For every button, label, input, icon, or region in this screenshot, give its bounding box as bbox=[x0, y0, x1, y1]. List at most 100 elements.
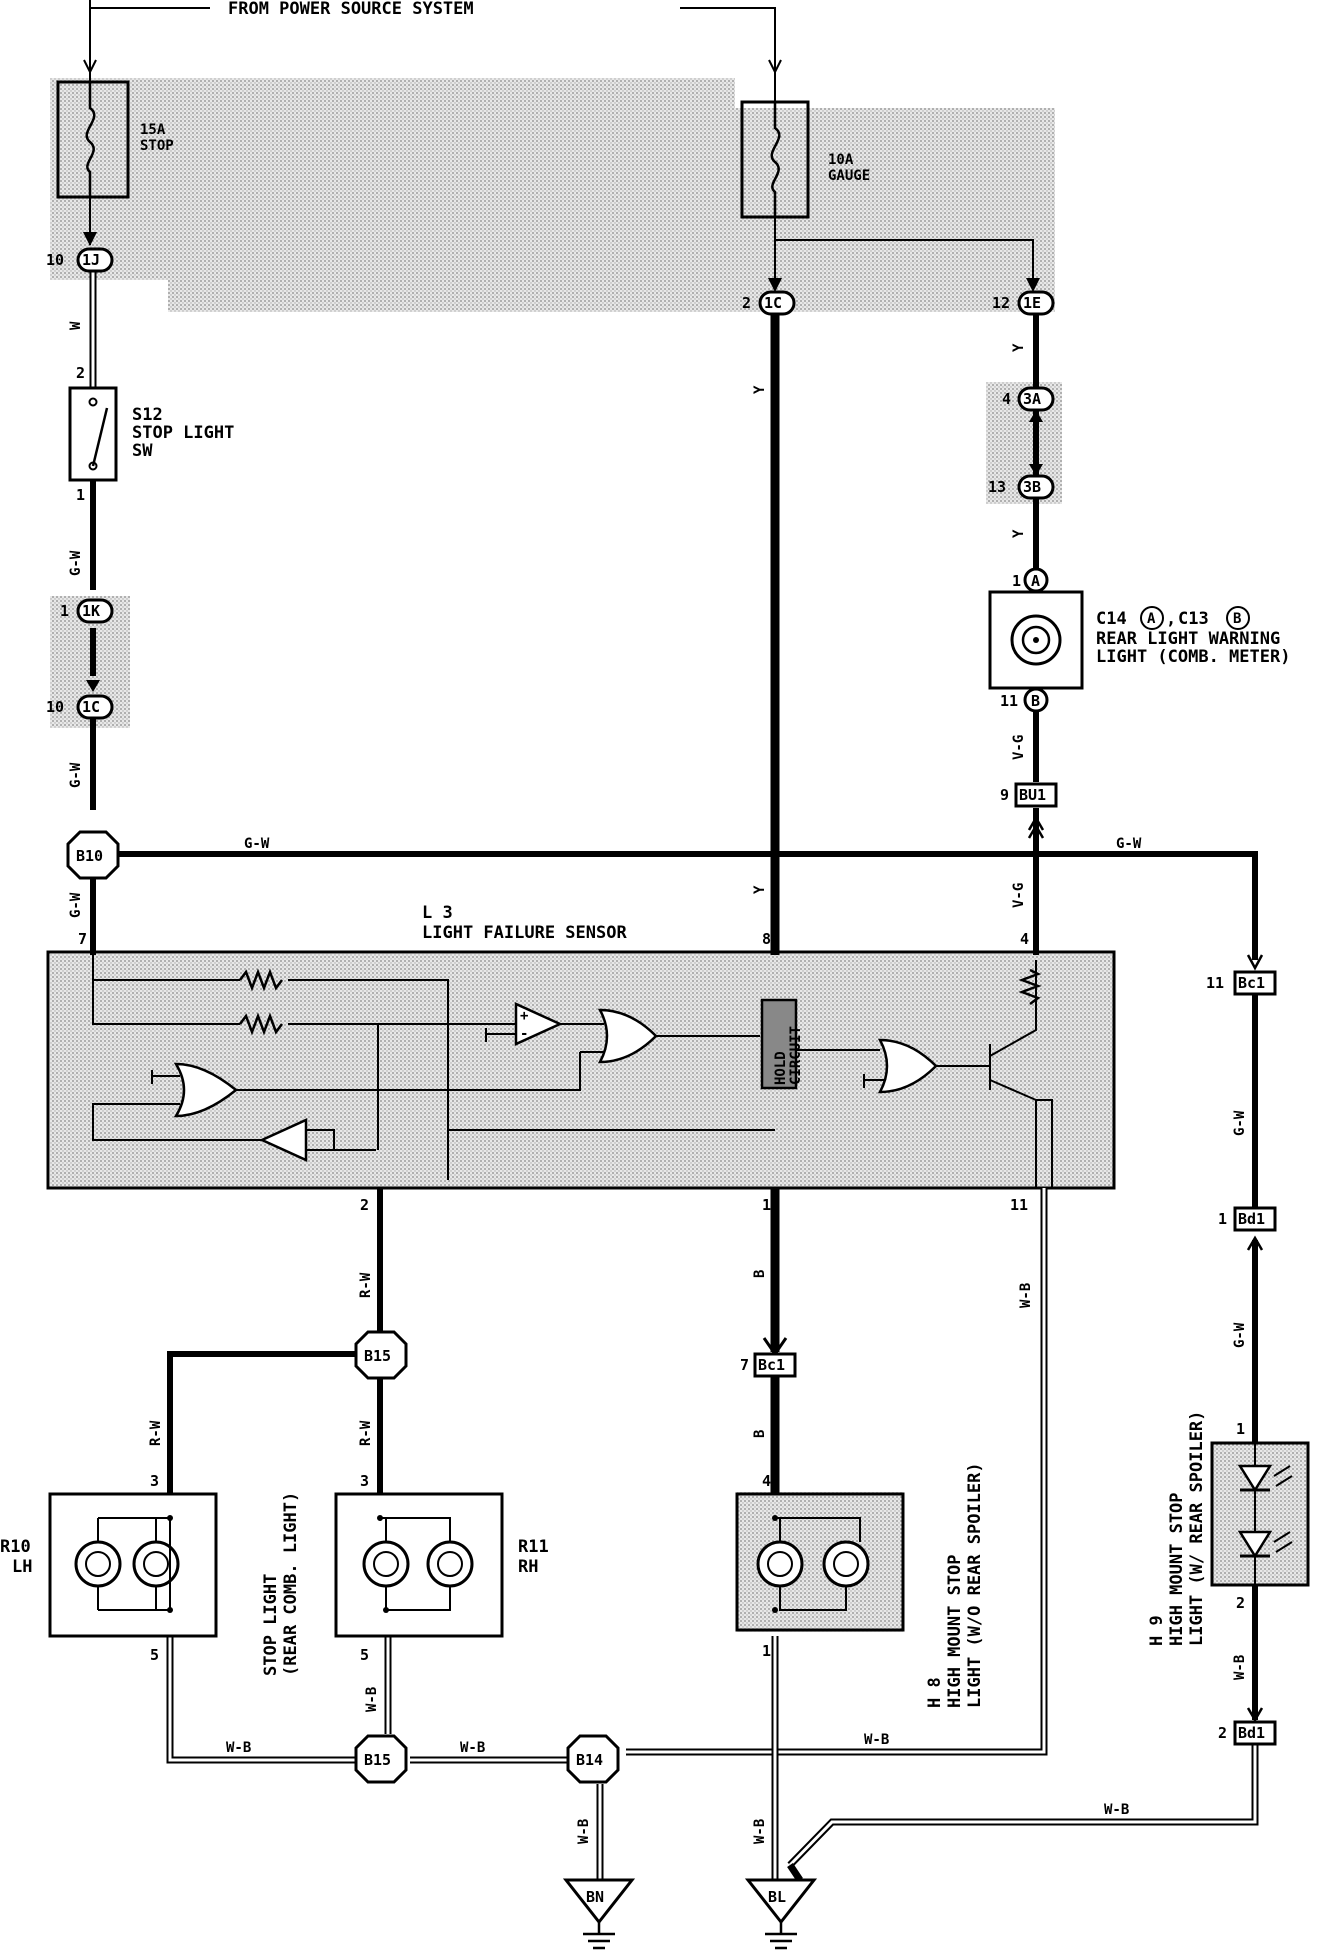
wire-color-wb-3: W-B bbox=[1104, 1802, 1129, 1818]
svg-text:1C: 1C bbox=[82, 698, 100, 716]
wire-color-y-right-2: Y bbox=[1011, 529, 1027, 538]
svg-text:B14: B14 bbox=[576, 1751, 603, 1769]
wire-color-gw-right-1: G-W bbox=[1232, 1110, 1248, 1136]
svg-text:HIGH MOUNT STOP: HIGH MOUNT STOP bbox=[1167, 1492, 1187, 1646]
svg-text:8: 8 bbox=[762, 930, 771, 948]
svg-text:2: 2 bbox=[76, 364, 85, 382]
svg-text:S12: S12 bbox=[132, 405, 163, 425]
svg-text:7: 7 bbox=[78, 930, 87, 948]
high-mount-stop-light-h9: 1 2 H 9 HIGH MOUNT STOP LIGHT (W/ REAR S… bbox=[1147, 1411, 1310, 1646]
svg-text:9: 9 bbox=[1000, 786, 1009, 804]
svg-text:3: 3 bbox=[360, 1472, 369, 1490]
svg-text:C13: C13 bbox=[1178, 609, 1209, 629]
svg-text:4: 4 bbox=[762, 1472, 771, 1490]
wire-color-wb-2: W-B bbox=[1232, 1655, 1248, 1680]
ground-bn: BN bbox=[562, 1878, 636, 1950]
svg-text:R11: R11 bbox=[518, 1537, 549, 1557]
connector-3a: 3A 4 bbox=[1002, 386, 1055, 412]
right-column-wiring bbox=[1027, 314, 1045, 955]
svg-text:B15: B15 bbox=[364, 1347, 391, 1365]
svg-text:3B: 3B bbox=[1023, 478, 1041, 496]
stop-light-label: STOP LIGHT (REAR COMB. LIGHT) bbox=[261, 1492, 301, 1676]
svg-text:A: A bbox=[1031, 572, 1040, 590]
wire-color-wb-4: W-B bbox=[864, 1732, 889, 1748]
connector-1e: 1E 12 bbox=[992, 290, 1055, 316]
wire-color-gw-horiz-right: G-W bbox=[1116, 836, 1142, 852]
svg-text:-: - bbox=[520, 1026, 528, 1042]
wire-color-vg-2: V-G bbox=[1011, 883, 1027, 908]
svg-text:C14: C14 bbox=[1096, 609, 1127, 629]
wire-color-gw-1: G-W bbox=[68, 550, 84, 576]
svg-text:1: 1 bbox=[1218, 1210, 1227, 1228]
svg-text:LIGHT (W/ REAR SPOILER): LIGHT (W/ REAR SPOILER) bbox=[1187, 1411, 1207, 1646]
svg-text:11: 11 bbox=[1206, 974, 1224, 992]
svg-text:BN: BN bbox=[586, 1888, 604, 1906]
junction-b15-top: B15 bbox=[354, 1330, 408, 1380]
wire-color-rw-2: R-W bbox=[148, 1420, 164, 1446]
wire-color-wb-7: W-B bbox=[364, 1687, 380, 1712]
svg-text:BU1: BU1 bbox=[1019, 786, 1046, 804]
wire-color-rw-3: R-W bbox=[358, 1420, 374, 1446]
wire-color-vg-1: V-G bbox=[1011, 735, 1027, 760]
svg-text:Bc1: Bc1 bbox=[758, 1356, 785, 1374]
svg-text:2: 2 bbox=[1236, 1594, 1245, 1612]
svg-text:1C: 1C bbox=[764, 294, 782, 312]
svg-text:1: 1 bbox=[762, 1196, 771, 1214]
junction-b10: B10 bbox=[66, 830, 1264, 971]
svg-text:3: 3 bbox=[150, 1472, 159, 1490]
wire-color-wb-1: W-B bbox=[1018, 1283, 1034, 1308]
svg-text:13: 13 bbox=[988, 478, 1006, 496]
junction-b14: B14 bbox=[566, 1734, 620, 1784]
light-failure-sensor: L 3 LIGHT FAILURE SENSOR 7 8 4 + - HOLD … bbox=[46, 903, 1116, 1214]
svg-text:5: 5 bbox=[150, 1646, 159, 1664]
svg-text:Bd1: Bd1 bbox=[1238, 1210, 1265, 1228]
wire-color-wb-5: W-B bbox=[226, 1740, 251, 1756]
svg-text:LIGHT FAILURE SENSOR: LIGHT FAILURE SENSOR bbox=[422, 923, 627, 943]
wire-color-w: W bbox=[68, 321, 84, 330]
connector-3b: 3B 13 bbox=[988, 474, 1055, 500]
svg-text:BL: BL bbox=[768, 1888, 786, 1906]
svg-text:1: 1 bbox=[1236, 1420, 1245, 1438]
svg-text:STOP LIGHT: STOP LIGHT bbox=[261, 1574, 281, 1676]
lower-wiring bbox=[166, 994, 1264, 1882]
wire-color-y-center-2: Y bbox=[752, 885, 768, 894]
svg-text:H 8: H 8 bbox=[925, 1677, 945, 1708]
wire-color-rw-1: R-W bbox=[358, 1272, 374, 1298]
svg-text:2: 2 bbox=[360, 1196, 369, 1214]
svg-text:REAR LIGHT WARNING: REAR LIGHT WARNING bbox=[1096, 629, 1280, 649]
svg-text:H 9: H 9 bbox=[1147, 1615, 1167, 1646]
svg-text:B15: B15 bbox=[364, 1751, 391, 1769]
svg-text:11: 11 bbox=[1000, 692, 1018, 710]
wire-color-b-2: B bbox=[752, 1430, 768, 1438]
wire-color-gw-2: G-W bbox=[68, 762, 84, 788]
connector-1k: 1K 1 bbox=[60, 598, 114, 624]
svg-text:HOLD: HOLD bbox=[773, 1051, 789, 1085]
connector-1c-left: 1C 10 bbox=[46, 694, 114, 720]
connector-bc1-right: Bc1 11 bbox=[1206, 970, 1277, 996]
fuse-gauge-rating: 10A bbox=[828, 152, 854, 168]
svg-text:SW: SW bbox=[132, 441, 153, 461]
stop-light-r10: 3 5 R10 LH bbox=[0, 1472, 218, 1664]
svg-text:1: 1 bbox=[60, 602, 69, 620]
stop-light-r11: 3 5 R11 RH bbox=[334, 1472, 549, 1664]
rear-light-warning-lamp: A 1 B 11 bbox=[988, 567, 1084, 713]
wire-color-wb-8: W-B bbox=[576, 1819, 592, 1844]
center-gauge-wiring bbox=[768, 217, 1040, 955]
svg-text:A: A bbox=[1147, 611, 1156, 627]
svg-text:+: + bbox=[520, 1008, 528, 1024]
svg-text:3A: 3A bbox=[1023, 390, 1041, 408]
power-source-label: FROM POWER SOURCE SYSTEM bbox=[228, 0, 474, 19]
svg-text:1K: 1K bbox=[82, 602, 100, 620]
svg-text:RH: RH bbox=[518, 1557, 538, 1577]
connector-1j: 1J 10 bbox=[46, 247, 114, 273]
svg-text:Bd1: Bd1 bbox=[1238, 1724, 1265, 1742]
warning-lamp-label: C14 A , C13 B REAR LIGHT WARNING LIGHT (… bbox=[1096, 606, 1290, 667]
svg-text:,: , bbox=[1166, 609, 1176, 629]
svg-text:(REAR COMB. LIGHT): (REAR COMB. LIGHT) bbox=[281, 1492, 301, 1676]
fuse-stop-rating: 15A bbox=[140, 122, 166, 138]
svg-text:4: 4 bbox=[1020, 930, 1029, 948]
svg-text:LIGHT (COMB. METER): LIGHT (COMB. METER) bbox=[1096, 647, 1290, 667]
wire-color-wb-9: W-B bbox=[752, 1819, 768, 1844]
wire-color-gw-3: G-W bbox=[68, 892, 84, 918]
